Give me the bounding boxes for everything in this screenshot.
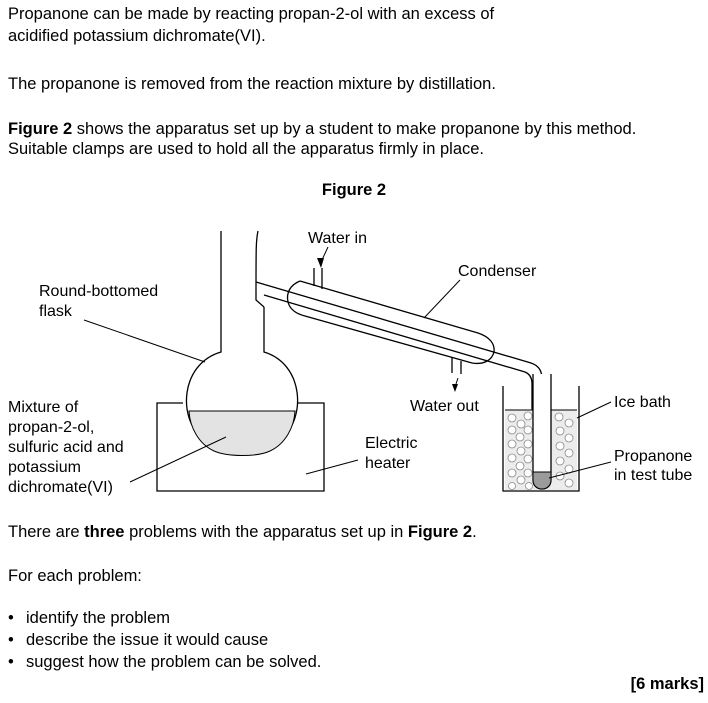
apparatus-diagram: Water in Condenser Round-bottomed flask … [8, 230, 692, 496]
figure-intro-line-1: Figure 2 shows the apparatus set up by a… [8, 118, 636, 140]
list-item-text: suggest how the problem can be solved. [26, 653, 322, 671]
label-mixture-5: dichromate(VI) [8, 479, 113, 496]
label-condenser: Condenser [458, 263, 537, 280]
list-item: • identify the problem [8, 607, 321, 629]
label-mixture-4: potassium [8, 459, 81, 476]
distillation-text: The propanone is removed from the reacti… [8, 75, 496, 93]
condenser [286, 268, 495, 374]
label-mixture-3: sulfuric acid and [8, 439, 124, 456]
question-text: There are three problems with the appara… [8, 521, 477, 543]
figure-ref: Figure 2 [8, 120, 73, 138]
for-each-text: For each problem: [8, 567, 142, 585]
label-mixture-1: Mixture of [8, 399, 79, 416]
label-water-out: Water out [410, 398, 479, 415]
bullet-icon: • [8, 631, 14, 649]
label-heater-1: Electric [365, 435, 417, 452]
list-item: • describe the issue it would cause [8, 629, 321, 651]
round-bottomed-flask [185, 230, 299, 456]
figure-intro-rest: shows the apparatus set up by a student … [72, 120, 637, 138]
list-item: • suggest how the problem can be solved. [8, 651, 321, 673]
question-post: . [472, 523, 477, 541]
question-pre: There are [8, 523, 85, 541]
question-mid: problems with the apparatus set up in [124, 523, 408, 541]
list-item-text: identify the problem [26, 609, 170, 627]
label-ice-bath: Ice bath [614, 394, 671, 411]
bullet-icon: • [8, 609, 14, 627]
electric-heater [156, 402, 325, 492]
question-bold-figure: Figure 2 [407, 523, 473, 541]
label-water-in: Water in [308, 230, 367, 247]
figure-title: Figure 2 [321, 181, 387, 199]
water-in-arrow [317, 258, 324, 268]
task-list: • identify the problem • describe the issu… [8, 607, 321, 673]
label-heater-2: heater [365, 455, 411, 472]
intro-line-2: acidified potassium dichromate(VI). [8, 27, 266, 45]
list-item-text: describe the issue it would cause [26, 631, 269, 649]
figure-intro-line-2: Suitable clamps are used to hold all the… [8, 140, 485, 158]
water-out-arrow [452, 384, 458, 392]
label-flask-1: Round-bottomed [39, 283, 158, 300]
label-mixture-2: propan-2-ol, [8, 419, 94, 436]
marks-label: [6 marks] [630, 675, 704, 693]
bullet-icon: • [8, 653, 14, 671]
label-propanone-2: in test tube [614, 467, 692, 484]
question-bold-three: three [84, 523, 125, 541]
label-flask-2: flask [39, 303, 73, 320]
intro-line-1: Propanone can be made by reacting propan… [8, 5, 495, 23]
test-tube [532, 374, 552, 490]
label-propanone-1: Propanone [614, 448, 692, 465]
